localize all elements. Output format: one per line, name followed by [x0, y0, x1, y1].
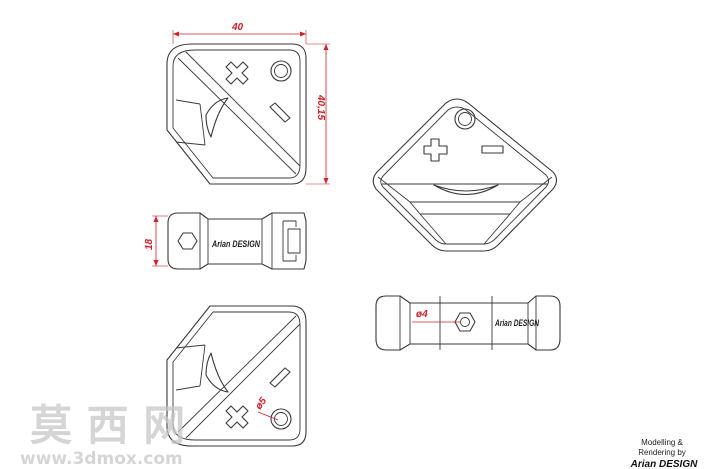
watermark-chinese: 莫 西 网	[30, 401, 185, 450]
credit-line-1: Modelling &	[641, 438, 683, 447]
side-view-left: Arian DESIGN	[167, 212, 307, 270]
eyelet-hole	[270, 60, 292, 82]
minus-sign-icon	[269, 102, 291, 123]
eye-diameter-label: ø5	[253, 395, 269, 411]
credits-block: Modelling & Rendering by Arian DESIGN	[630, 438, 698, 469]
side-view-right: ø4 Arian DESIGN	[375, 295, 561, 351]
credit-line-2: Rendering by	[638, 448, 686, 457]
front-view-bottom: ø5	[166, 305, 307, 447]
smile-slot	[205, 352, 229, 393]
hex-nut-icon	[177, 232, 198, 250]
minus-sign-icon	[269, 367, 291, 388]
dimension-height: 40,15	[306, 43, 330, 185]
dimension-thickness: 18	[144, 215, 168, 267]
eyelet-hole	[454, 108, 476, 130]
minus-sign-icon	[481, 145, 504, 154]
dimension-width: 40	[172, 22, 307, 44]
credit-line-3: Arian DESIGN	[630, 459, 698, 469]
height-dimension-label: 40,15	[315, 94, 326, 120]
watermark-url: www.3dmox.com	[20, 449, 183, 469]
front-view-top	[166, 43, 307, 185]
hole-diameter-label: ø4	[416, 309, 428, 320]
watermark: 莫 西 网 www.3dmox.com	[20, 401, 185, 469]
plus-sign-icon	[423, 138, 448, 162]
brand-label: Arian DESIGN	[211, 239, 260, 249]
width-dimension-label: 40	[231, 22, 244, 33]
plus-sign-icon	[225, 405, 249, 429]
plus-sign-icon	[225, 61, 249, 85]
smile-slot	[433, 184, 499, 195]
thickness-dimension-label: 18	[144, 238, 155, 250]
front-view-diamond	[372, 98, 558, 252]
brand-label: Arian DESIGN	[494, 318, 539, 328]
smile-slot	[205, 97, 229, 138]
eyelet-hole	[270, 408, 292, 430]
hex-nut-icon	[454, 312, 476, 332]
